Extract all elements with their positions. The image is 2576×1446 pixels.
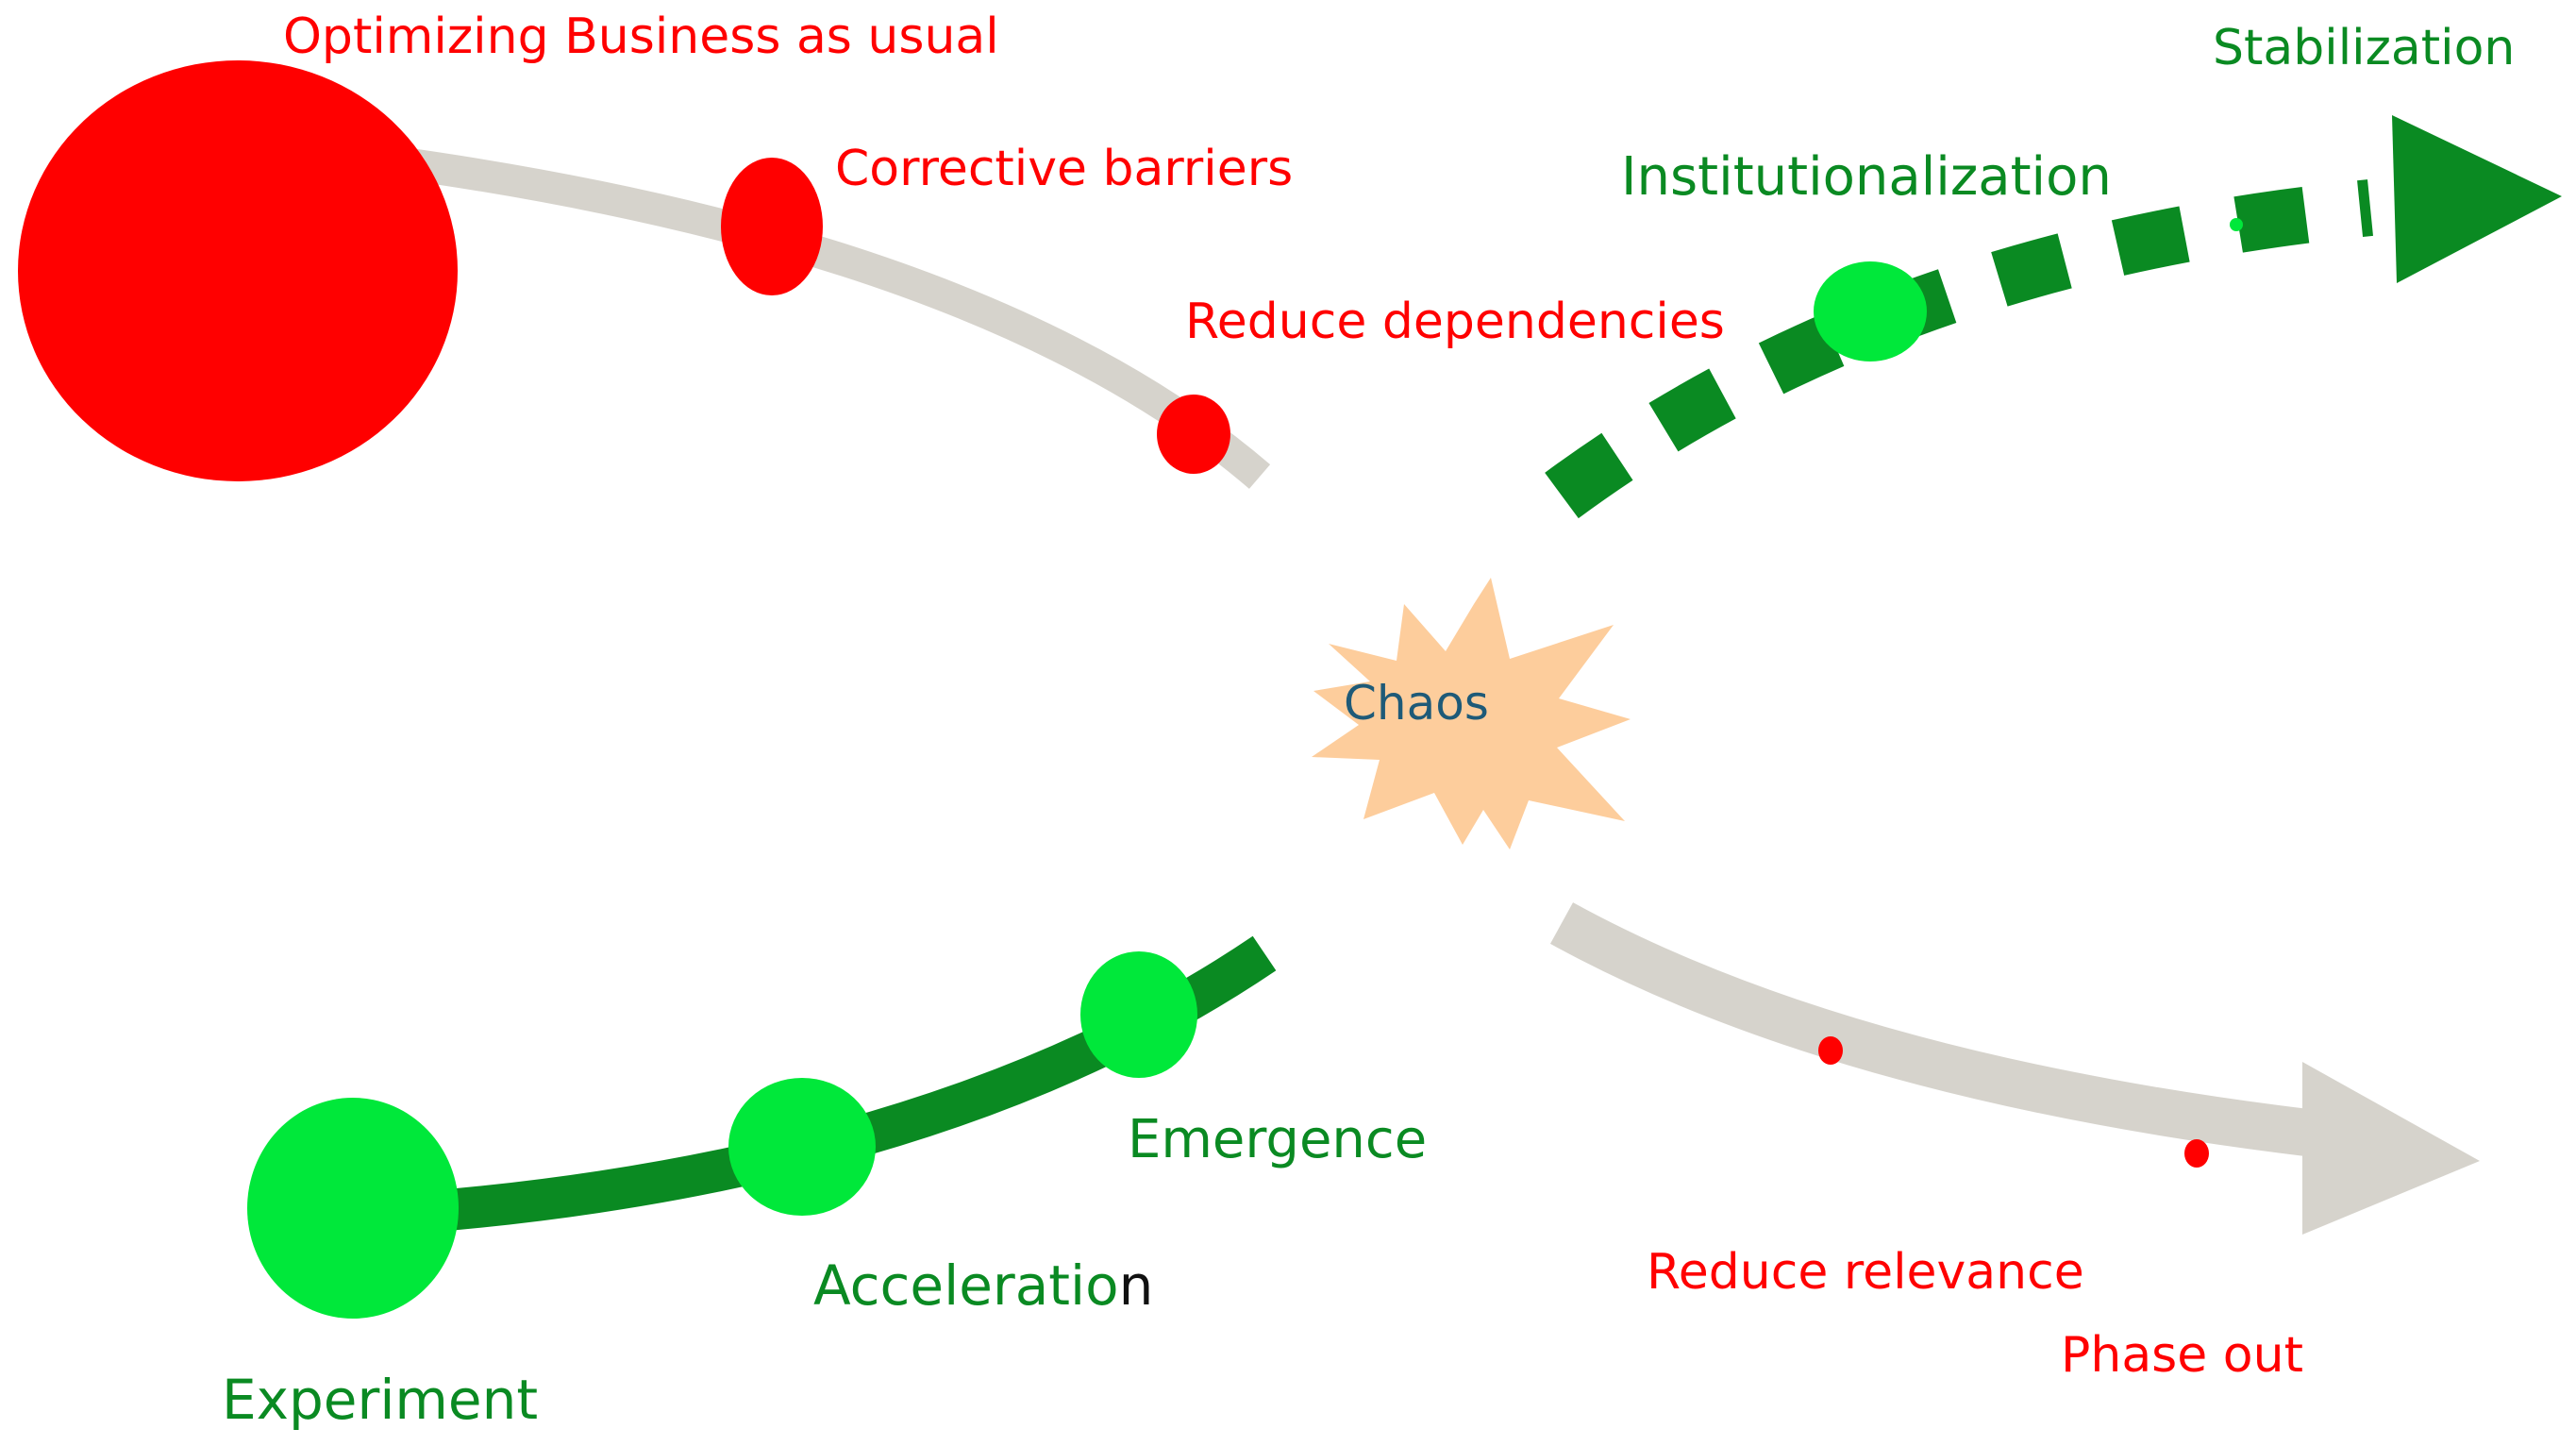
label-stabilization: Stabilization xyxy=(2213,20,2515,76)
label-emergence: Emergence xyxy=(1128,1109,1427,1170)
label-institutionalization: Institutionalization xyxy=(1621,146,2112,208)
label-optimizing: Optimizing Business as usual xyxy=(283,8,999,65)
regime-decline-path xyxy=(393,146,1271,489)
label-chaos: Chaos xyxy=(1344,676,1489,731)
phase-out-dot xyxy=(2184,1139,2209,1168)
institutionalization-path xyxy=(1545,179,2373,519)
institutionalization-circle xyxy=(1814,261,1927,362)
stabilization-arrowhead xyxy=(2392,115,2562,283)
phase-out-arrowhead xyxy=(2302,1062,2480,1235)
label-experiment: Experiment xyxy=(222,1368,538,1432)
emergence-circle xyxy=(1080,951,1197,1078)
phase-out-path xyxy=(1549,902,2311,1156)
label-acceleration: Acceleration xyxy=(813,1253,1153,1318)
reduce-relevance-dot xyxy=(1818,1036,1843,1065)
reduce-dependencies-circle xyxy=(1157,395,1230,474)
label-phase-out: Phase out xyxy=(2061,1327,2303,1384)
optimizing-circle xyxy=(18,60,458,481)
chaos-burst xyxy=(1312,578,1631,849)
stabilization-dot xyxy=(2230,218,2243,231)
acceleration-circle xyxy=(728,1078,876,1216)
corrective-barriers-circle xyxy=(721,158,823,295)
label-reduce-relevance: Reduce relevance xyxy=(1647,1244,2084,1301)
experiment-circle xyxy=(247,1098,459,1319)
label-corrective-barriers: Corrective barriers xyxy=(835,141,1293,197)
label-reduce-dependencies: Reduce dependencies xyxy=(1185,294,1725,350)
